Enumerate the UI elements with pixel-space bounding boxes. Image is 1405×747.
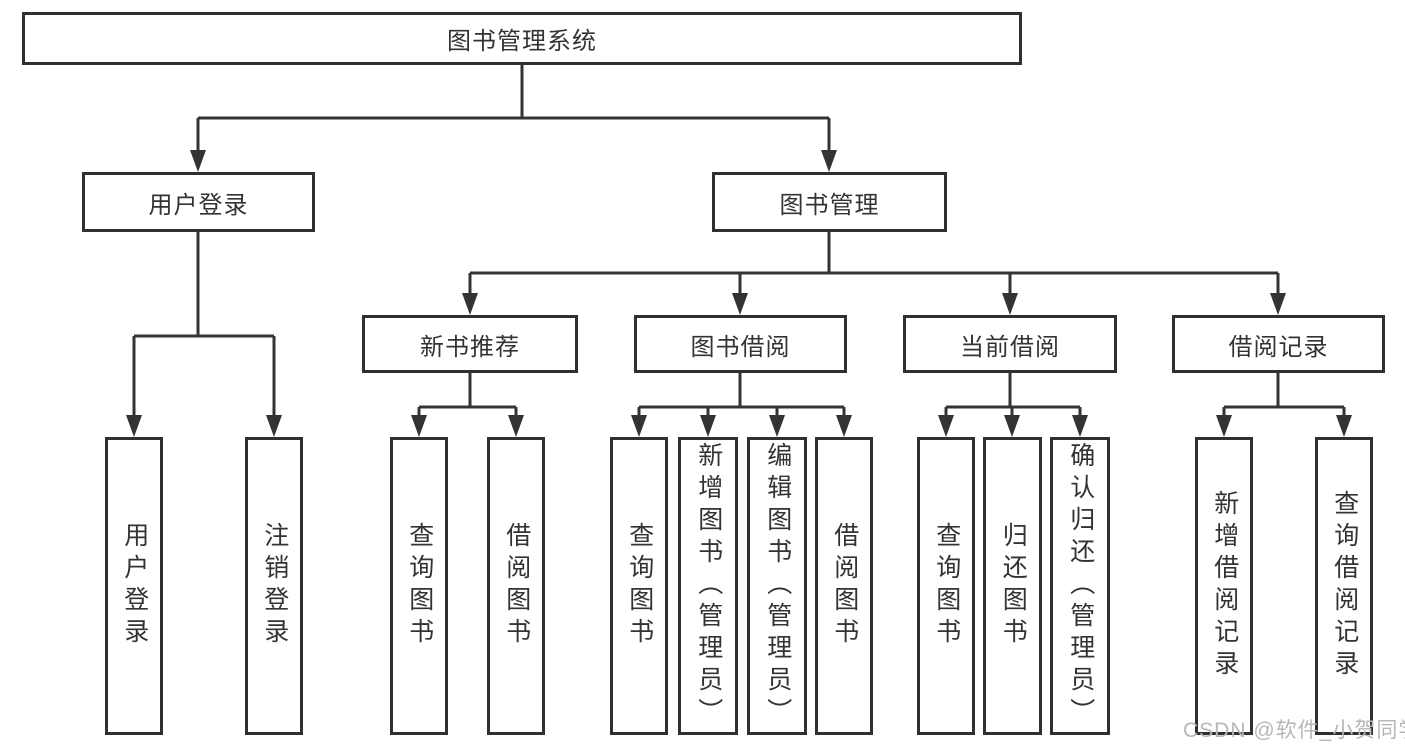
leaf-bb-edit-books-admin: 编辑图书（管理员） [747, 437, 807, 735]
node-label: 借阅图书 [502, 522, 531, 650]
leaf-logout: 注销登录 [245, 437, 303, 735]
node-new-book-recommend: 新书推荐 [362, 315, 578, 373]
leaf-bb-borrow-books: 借阅图书 [815, 437, 873, 735]
node-label: 注销登录 [260, 522, 289, 650]
arrowhead-icons [126, 150, 1352, 437]
node-label: 借阅记录 [1228, 333, 1329, 361]
leaf-cb-query-books: 查询图书 [917, 437, 975, 735]
leaf-bb-query-books: 查询图书 [610, 437, 668, 735]
node-label: 归还图书 [999, 522, 1028, 650]
node-label: 查询借阅记录 [1330, 490, 1359, 682]
node-label: 查询图书 [625, 522, 654, 650]
leaf-rec-add-record: 新增借阅记录 [1195, 437, 1253, 735]
node-book-management: 图书管理 [712, 172, 947, 232]
node-label: 查询图书 [932, 522, 961, 650]
leaf-cb-confirm-return-admin: 确认归还（管理员） [1050, 437, 1110, 735]
node-label: 新书推荐 [420, 333, 520, 361]
leaf-user-login: 用户登录 [105, 437, 163, 735]
node-user-login-group: 用户登录 [82, 172, 315, 232]
node-current-borrowing: 当前借阅 [903, 315, 1117, 373]
leaf-nb-query-books: 查询图书 [390, 437, 448, 735]
node-label: 图书借阅 [690, 333, 791, 361]
leaf-cb-return-books: 归还图书 [983, 437, 1042, 735]
node-book-borrowing: 图书借阅 [634, 315, 847, 373]
node-label: 当前借阅 [960, 333, 1060, 361]
node-label: 借阅图书 [830, 522, 859, 650]
leaf-bb-add-books-admin: 新增图书（管理员） [678, 437, 738, 735]
node-label: 图书管理系统 [447, 28, 597, 55]
node-label: 用户登录 [148, 191, 249, 219]
node-label: 用户登录 [120, 522, 149, 650]
leaf-rec-query-record: 查询借阅记录 [1315, 437, 1373, 735]
node-label: 确认归还（管理员） [1066, 442, 1095, 730]
node-label: 新增借阅记录 [1210, 490, 1239, 682]
leaf-nb-borrow-books: 借阅图书 [487, 437, 545, 735]
node-label: 图书管理 [779, 191, 880, 219]
node-label: 新增图书（管理员） [694, 442, 723, 730]
node-label: 查询图书 [405, 522, 434, 650]
node-book-management-system: 图书管理系统 [22, 12, 1022, 65]
node-label: 编辑图书（管理员） [763, 442, 792, 730]
csdn-watermark: CSDN @软件_小贺同学 [1183, 719, 1405, 742]
node-borrowing-records: 借阅记录 [1172, 315, 1385, 373]
